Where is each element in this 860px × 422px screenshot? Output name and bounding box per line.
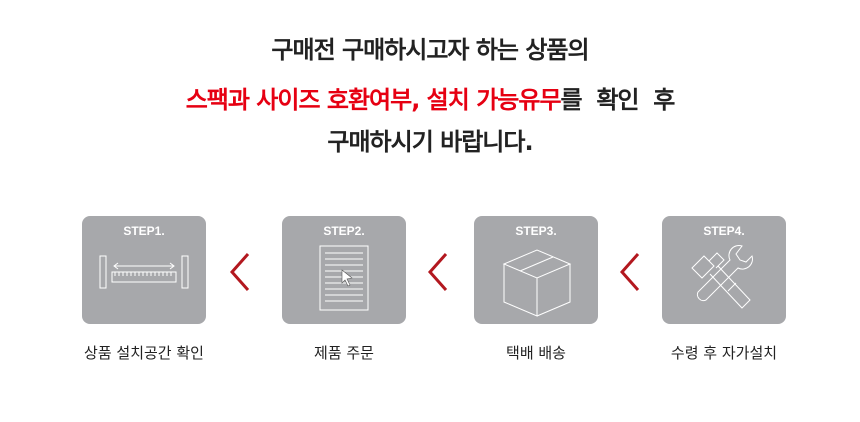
chevron-left-icon	[427, 253, 448, 291]
chevron-left-icon	[229, 253, 250, 291]
box-icon	[502, 249, 572, 317]
headline-line2-rest: 를 확인 후	[560, 86, 676, 114]
step3-caption: 택배 배송	[506, 344, 566, 362]
step4-label: STEP4.	[703, 224, 745, 238]
order-document-icon	[319, 245, 369, 311]
step3-card: STEP3.	[474, 216, 598, 324]
step2-card: STEP2.	[282, 216, 406, 324]
headline-line1: 구매전 구매하시고자 하는 상품의	[271, 36, 589, 64]
step1-caption: 상품 설치공간 확인	[84, 344, 204, 362]
step2-label: STEP2.	[323, 224, 365, 238]
step4-card: STEP4.	[662, 216, 786, 324]
headline-highlight: 스팩과 사이즈 호환여부, 설치 가능유무	[185, 86, 562, 114]
step1-label: STEP1.	[123, 224, 165, 238]
headline-line2: 스팩과 사이즈 호환여부, 설치 가능유무를 확인 후	[0, 86, 860, 114]
tools-icon	[691, 245, 753, 309]
step2-caption: 제품 주문	[314, 344, 374, 362]
step3-label: STEP3.	[515, 224, 557, 238]
chevron-left-icon	[619, 253, 640, 291]
step1-card: STEP1.	[82, 216, 206, 324]
headline-line3: 구매하시기 바랍니다.	[327, 128, 533, 156]
step4-caption: 수령 후 자가설치	[670, 344, 778, 362]
measure-space-icon	[99, 255, 189, 289]
